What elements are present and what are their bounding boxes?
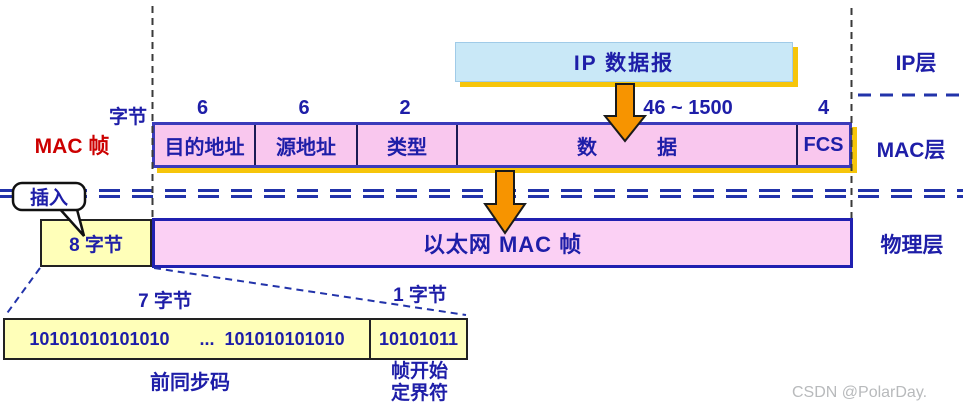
layer-boundary-double-dash-line	[0, 189, 963, 198]
layer-label-mac: MAC层	[876, 139, 946, 162]
ip-datagram-box: IP 数据报	[455, 42, 793, 82]
preamble-bytes-box: 8 字节	[40, 219, 152, 267]
mac-frame-row: 目的地址 源地址 类型 数 据 FCS	[152, 122, 852, 168]
ip-datagram-label: IP 数据报	[573, 52, 675, 75]
ethernet-frame-label: 以太网 MAC 帧	[422, 232, 583, 257]
preamble-bits-row: 10101010101010 ... 101010101010 10101011	[3, 318, 468, 360]
sfd-bits-cell: 10101011	[378, 328, 459, 349]
ethernet-frame-box: 以太网 MAC 帧	[152, 218, 853, 268]
field-size-label: 2	[399, 97, 411, 119]
layer-label-physical: 物理层	[880, 234, 944, 257]
mac-field-cell-fcs: FCS	[803, 133, 844, 156]
seven-bytes-label: 7 字节	[138, 291, 192, 312]
preamble-name-label: 前同步码	[150, 372, 230, 394]
field-size-label: 6	[298, 97, 310, 119]
mac-field-cell-destination: 目的地址	[155, 125, 256, 165]
mac-frame-label: MAC 帧	[34, 135, 110, 158]
watermark: CSDN @PolarDay.	[792, 384, 928, 401]
one-byte-label: 1 字节	[393, 285, 447, 306]
sfd-name-label: 帧开始 定界符	[371, 361, 468, 405]
mac-field-cell-source: 源地址	[256, 125, 358, 165]
field-size-label: 6	[196, 97, 209, 119]
preamble-bits-cell: 10101010101010 ... 101010101010	[5, 320, 371, 358]
field-size-label: 46 ~ 1500	[643, 97, 733, 119]
sfd-name-line2: 定界符	[390, 382, 448, 404]
layer-label-ip: IP层	[895, 52, 937, 75]
mac-field-cell-type: 类型	[358, 125, 458, 165]
sfd-name-line1: 帧开始	[390, 361, 448, 382]
expansion-dashed-line-left	[4, 267, 41, 317]
byte-unit-label: 字节	[108, 107, 147, 128]
field-size-label: 4	[817, 97, 830, 119]
mac-field-cell-data: 数 据	[458, 125, 798, 165]
